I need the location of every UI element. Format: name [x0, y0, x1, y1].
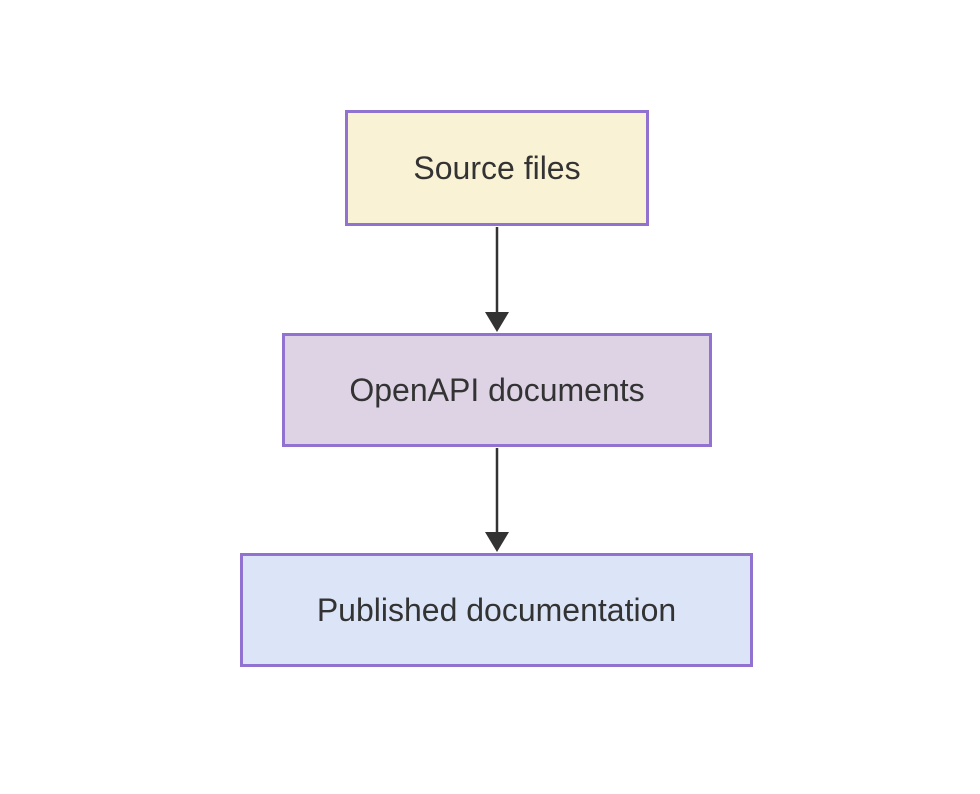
arrowhead-down-icon — [485, 312, 509, 332]
node-published-documentation: Published documentation — [240, 553, 753, 667]
node-source-files: Source files — [345, 110, 649, 226]
node-source-files-label: Source files — [413, 149, 581, 186]
node-openapi-documents: OpenAPI documents — [282, 333, 712, 447]
arrow-source-to-openapi — [485, 227, 509, 332]
arrowhead-down-icon — [485, 532, 509, 552]
node-openapi-documents-label: OpenAPI documents — [349, 371, 645, 408]
node-published-documentation-label: Published documentation — [316, 591, 677, 628]
arrow-openapi-to-published — [485, 448, 509, 552]
